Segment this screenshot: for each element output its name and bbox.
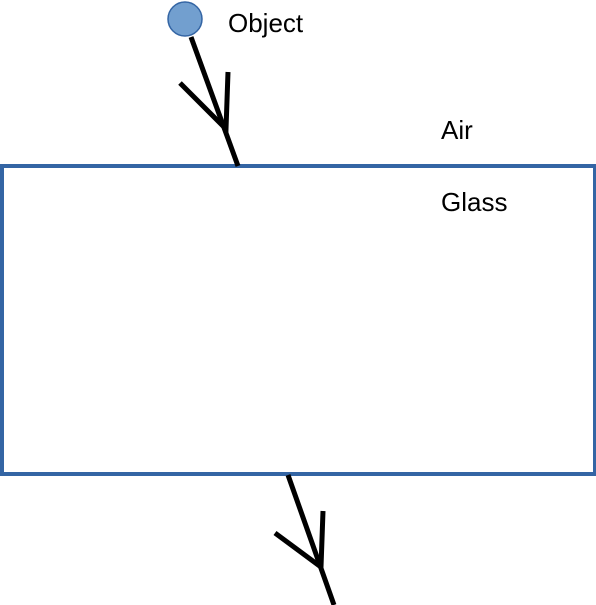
emergent-ray-arrowhead [273, 510, 326, 572]
glass-block [0, 164, 596, 476]
air-label: Air [441, 115, 473, 145]
object-label: Object [228, 8, 304, 38]
incident-ray-arrowhead [178, 71, 231, 135]
object-circle-icon [167, 1, 203, 37]
incident-ray [188, 36, 241, 167]
glass-label: Glass [441, 187, 508, 217]
emergent-ray [285, 474, 337, 605]
